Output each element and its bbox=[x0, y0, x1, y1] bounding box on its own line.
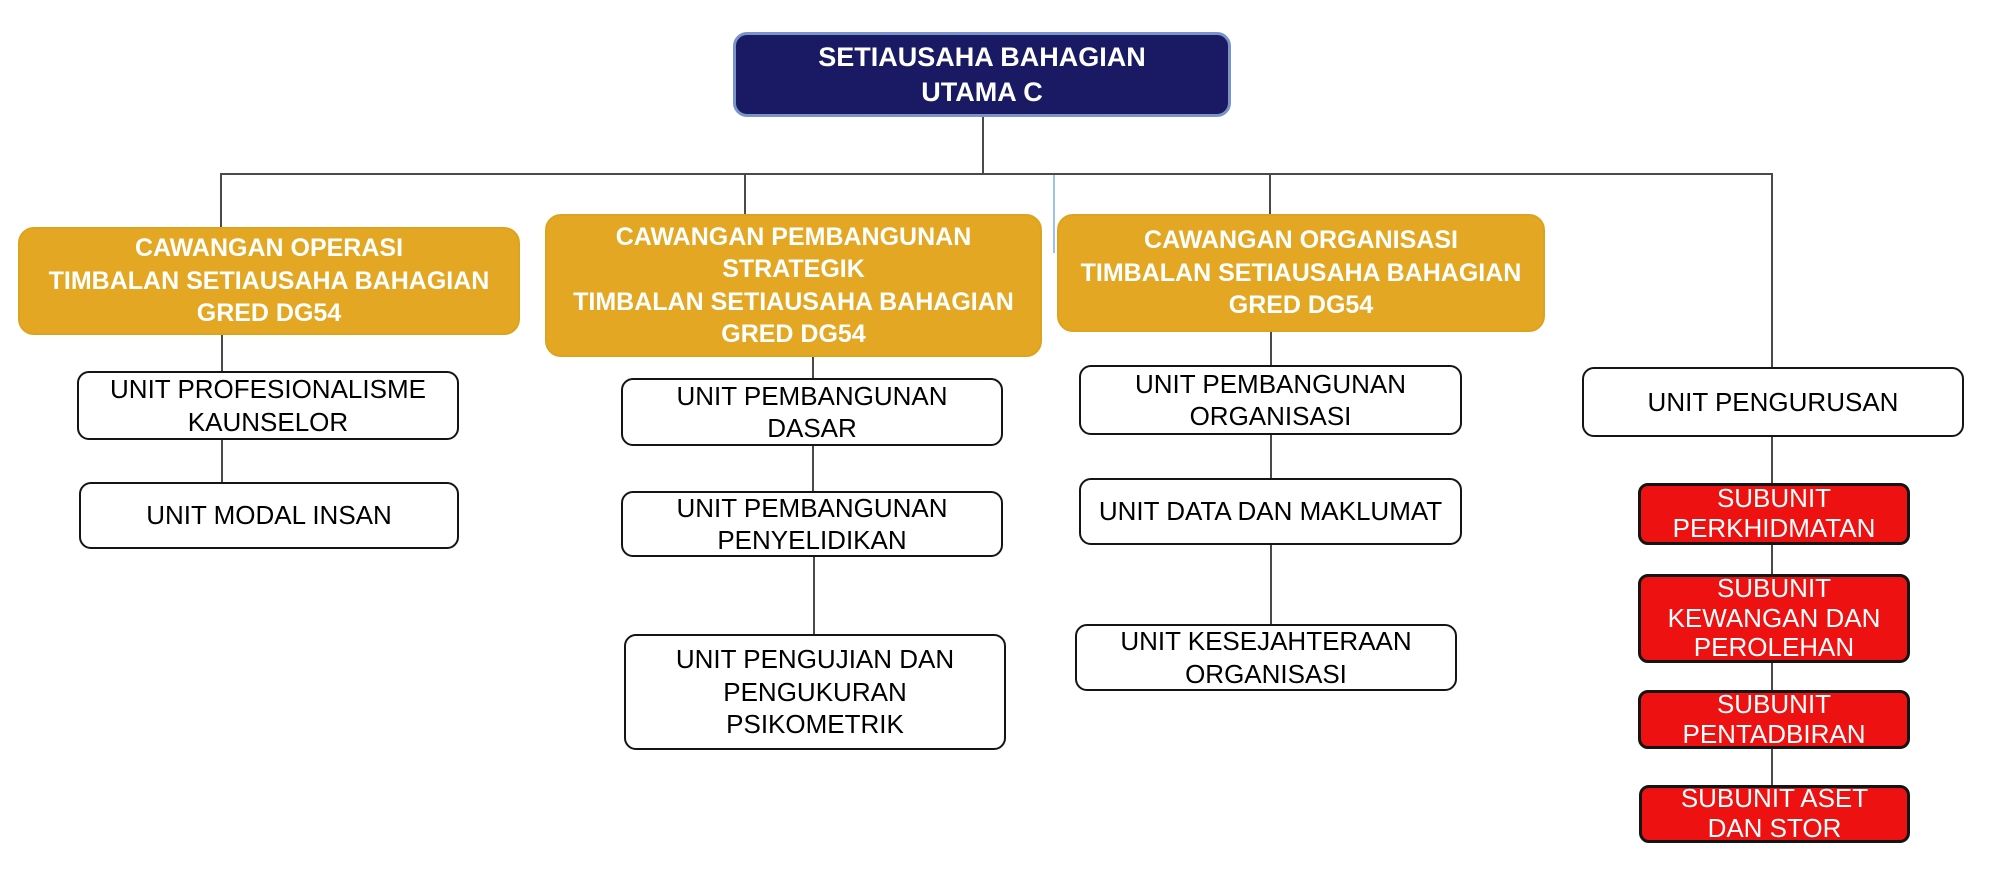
subunit-box-perkhidmatan: SUBUNIT PERKHIDMATAN bbox=[1638, 483, 1910, 545]
connector-drop-unit-pengurusan bbox=[1771, 173, 1773, 368]
unit-label: UNIT PENGUJIAN DAN PENGUKURAN PSIKOMETRI… bbox=[675, 644, 955, 740]
unit-box-data-dan-maklumat: UNIT DATA DAN MAKLUMAT bbox=[1079, 478, 1462, 545]
subunit-box-pentadbiran: SUBUNIT PENTADBIRAN bbox=[1638, 688, 1910, 749]
connector-organisasi-unit1 bbox=[1270, 332, 1272, 366]
unit-box-pembangunan-dasar: UNIT PEMBANGUNAN DASAR bbox=[621, 378, 1003, 446]
connector-organisasi-unit2 bbox=[1270, 435, 1272, 479]
subunit-label: SUBUNIT PENTADBIRAN bbox=[1682, 688, 1866, 749]
branch-label: CAWANGAN OPERASI TIMBALAN SETIAUSAHA BAH… bbox=[48, 234, 490, 328]
subunit-box-kewangan-dan-perolehan: SUBUNIT KEWANGAN DAN PEROLEHAN bbox=[1638, 572, 1910, 663]
connector-drop-branch-operasi bbox=[220, 173, 222, 228]
branch-box-cawangan-pembangunan-strategik: CAWANGAN PEMBANGUNAN STRATEGIK TIMBALAN … bbox=[545, 214, 1042, 357]
unit-box-pembangunan-organisasi: UNIT PEMBANGUNAN ORGANISASI bbox=[1079, 365, 1462, 435]
unit-label: UNIT PROFESIONALISME KAUNSELOR bbox=[110, 374, 426, 437]
branch-label: CAWANGAN ORGANISASI TIMBALAN SETIAUSAHA … bbox=[1080, 226, 1522, 320]
unit-box-kesejahteraan-organisasi: UNIT KESEJAHTERAAN ORGANISASI bbox=[1075, 624, 1457, 691]
subunit-box-aset-dan-stor: SUBUNIT ASET DAN STOR bbox=[1639, 783, 1910, 843]
connector-drop-branch-organisasi bbox=[1269, 173, 1271, 215]
stray-blue-line bbox=[1053, 175, 1055, 253]
unit-label: UNIT PEMBANGUNAN PENYELIDIKAN bbox=[676, 492, 948, 556]
unit-box-profesionalisme-kaunselor: UNIT PROFESIONALISME KAUNSELOR bbox=[77, 371, 459, 440]
connector-operasi-unit1 bbox=[221, 335, 223, 372]
branch-box-cawangan-organisasi: CAWANGAN ORGANISASI TIMBALAN SETIAUSAHA … bbox=[1057, 214, 1545, 332]
unit-label: UNIT MODAL INSAN bbox=[146, 500, 392, 531]
branch-box-cawangan-operasi: CAWANGAN OPERASI TIMBALAN SETIAUSAHA BAH… bbox=[18, 227, 520, 335]
connector-organisasi-unit3 bbox=[1270, 545, 1272, 625]
connector-strategik-unit1 bbox=[812, 357, 814, 379]
unit-box-modal-insan: UNIT MODAL INSAN bbox=[79, 482, 459, 549]
connector-top-drop bbox=[982, 117, 984, 174]
unit-box-pengurusan: UNIT PENGURUSAN bbox=[1582, 367, 1964, 437]
unit-label: UNIT PEMBANGUNAN DASAR bbox=[676, 380, 948, 444]
connector-strategik-unit2 bbox=[812, 446, 814, 492]
subunit-label: SUBUNIT KEWANGAN DAN PEROLEHAN bbox=[1667, 572, 1881, 663]
unit-box-pengujian-pengukuran-psikometrik: UNIT PENGUJIAN DAN PENGUKURAN PSIKOMETRI… bbox=[624, 634, 1006, 750]
unit-box-pembangunan-penyelidikan: UNIT PEMBANGUNAN PENYELIDIKAN bbox=[621, 491, 1003, 557]
top-box-label: SETIAUSAHA BAHAGIAN UTAMA C bbox=[818, 41, 1146, 107]
top-box-setiausaha-bahagian: SETIAUSAHA BAHAGIAN UTAMA C bbox=[733, 32, 1231, 117]
unit-label: UNIT KESEJAHTERAAN ORGANISASI bbox=[1120, 626, 1412, 689]
connector-horizontal-main bbox=[220, 173, 1773, 175]
subunit-label: SUBUNIT PERKHIDMATAN bbox=[1672, 483, 1876, 543]
unit-label: UNIT DATA DAN MAKLUMAT bbox=[1098, 496, 1443, 527]
connector-strategik-unit3 bbox=[813, 557, 815, 635]
branch-label: CAWANGAN PEMBANGUNAN STRATEGIK TIMBALAN … bbox=[573, 222, 1014, 349]
subunit-label: SUBUNIT ASET DAN STOR bbox=[1680, 783, 1869, 843]
unit-label: UNIT PENGURUSAN bbox=[1647, 386, 1899, 417]
unit-label: UNIT PEMBANGUNAN ORGANISASI bbox=[1134, 368, 1407, 432]
connector-drop-branch-strategik bbox=[744, 173, 746, 215]
connector-operasi-unit2 bbox=[221, 440, 223, 483]
